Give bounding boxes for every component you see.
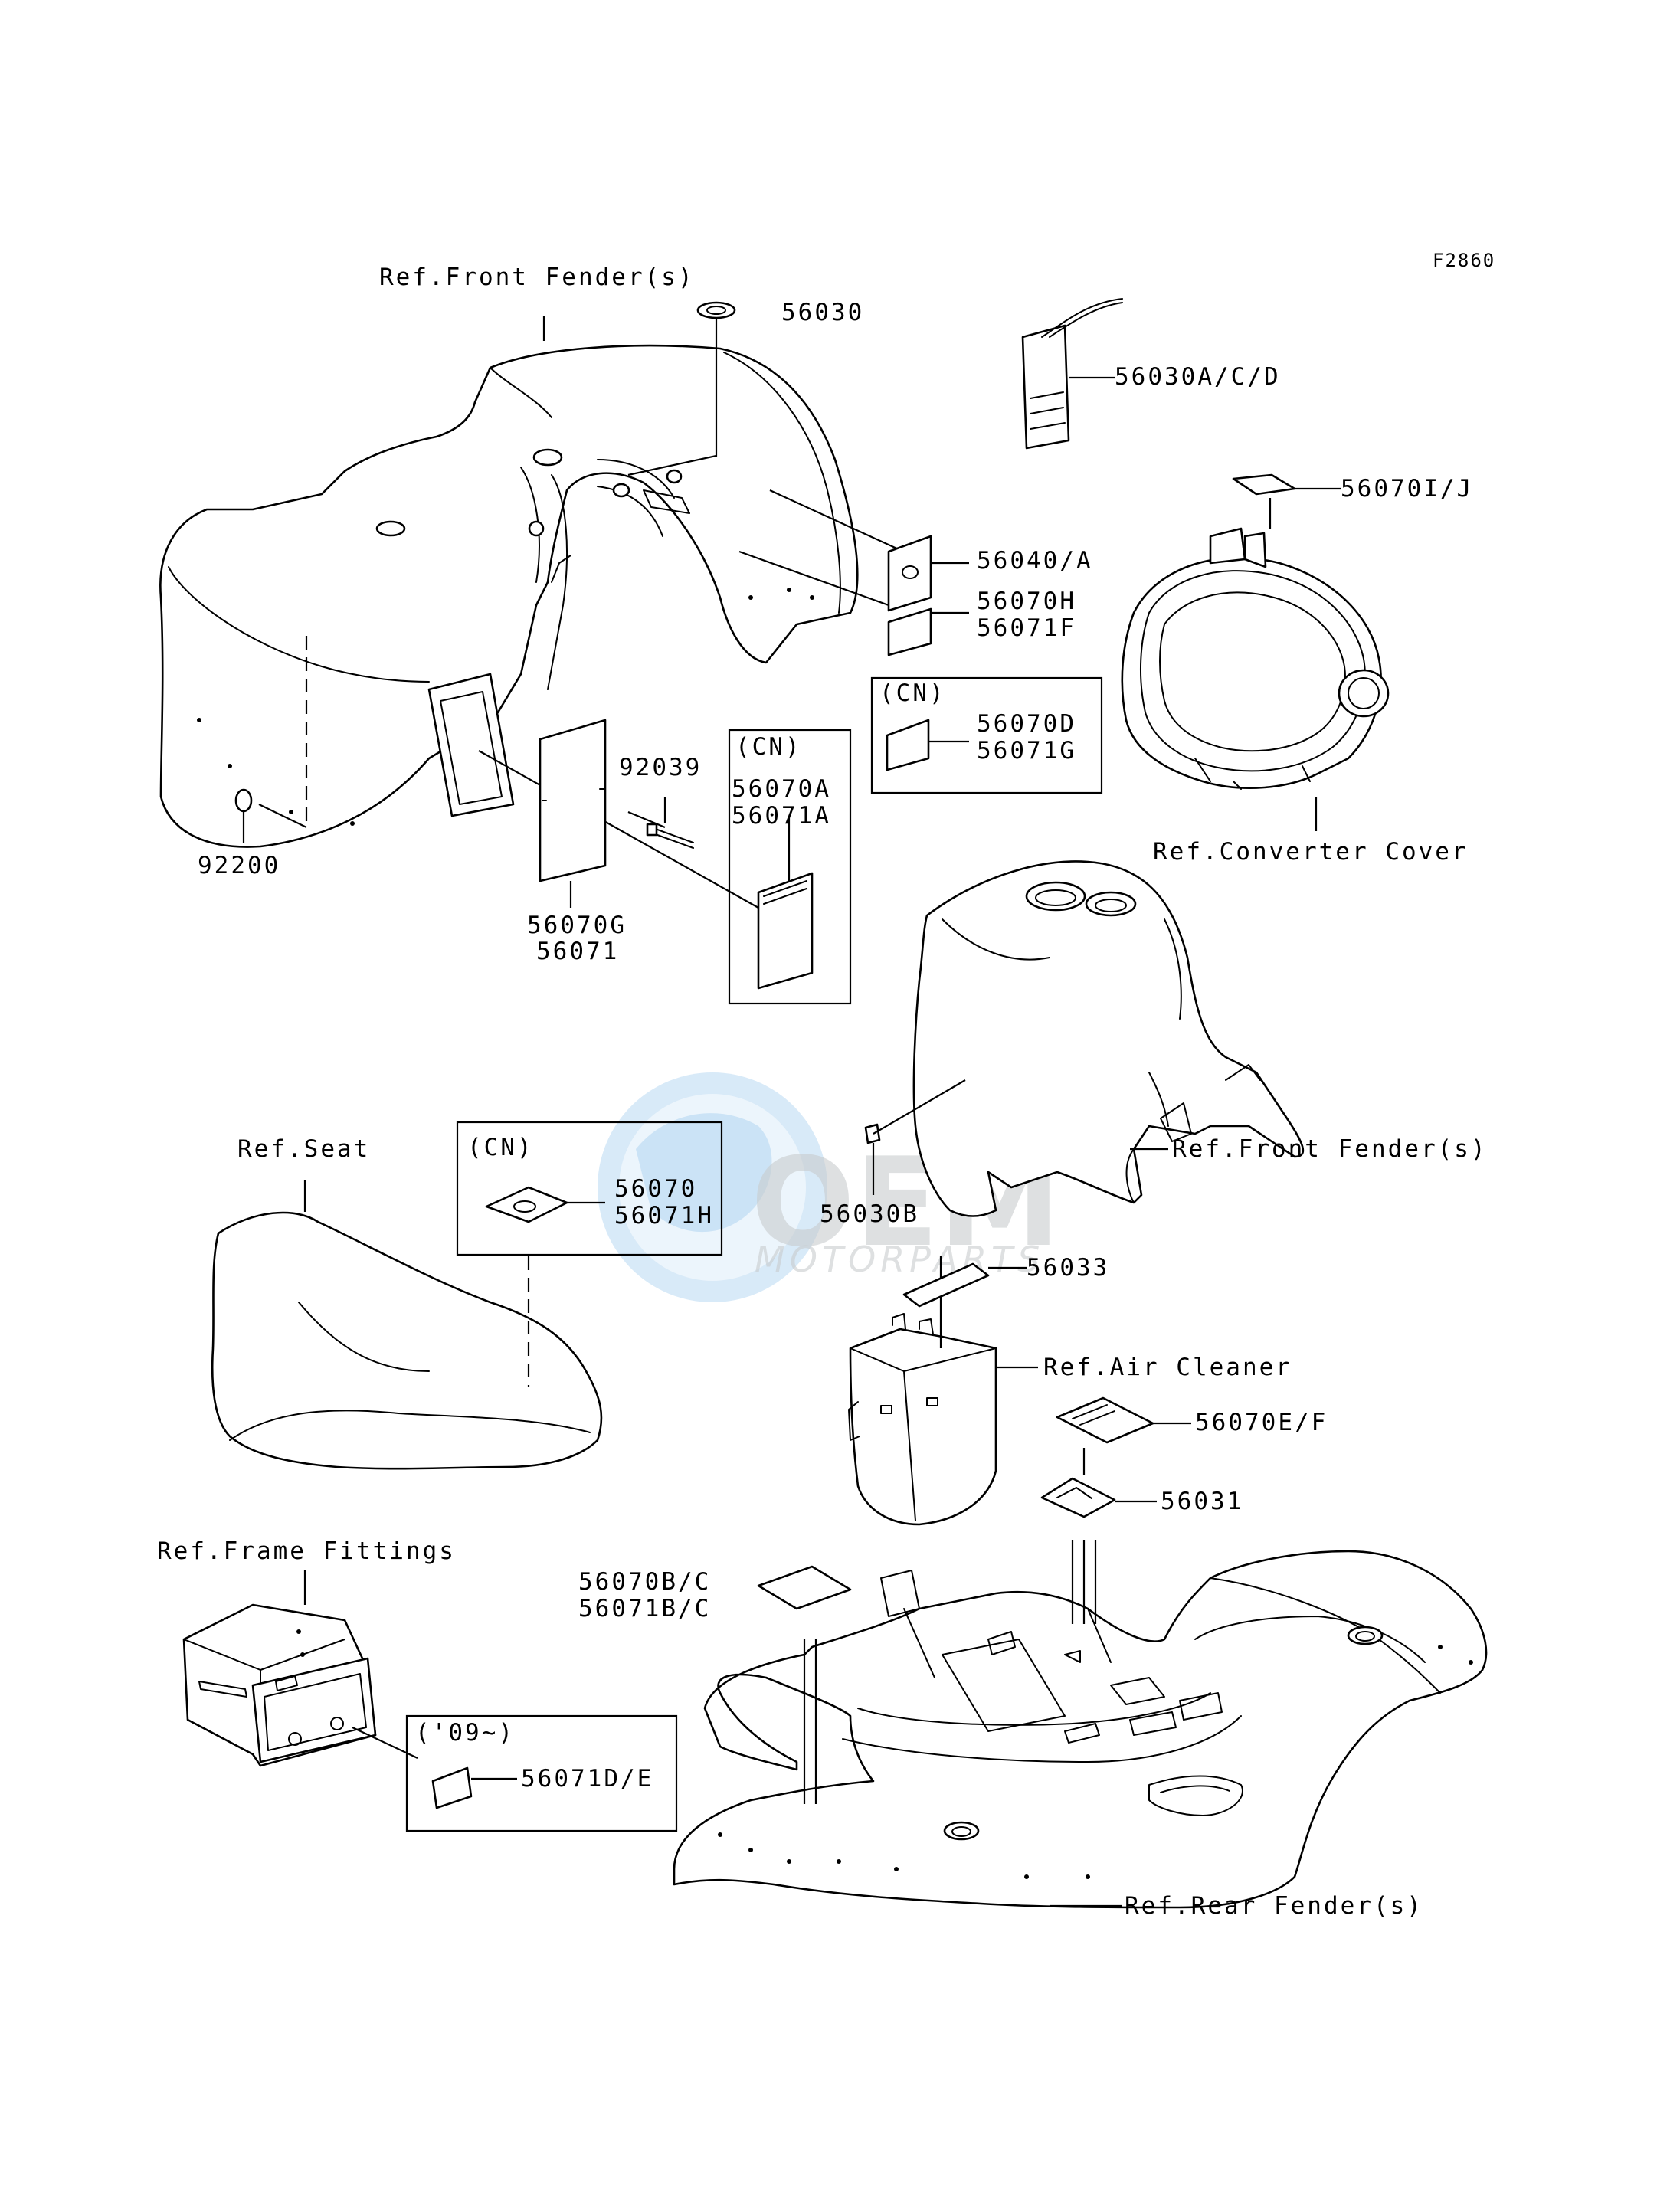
part-56070a-label: 56070A bbox=[732, 775, 831, 803]
part-56071-label: 56071 bbox=[536, 938, 619, 965]
part-92039-drawing bbox=[646, 797, 694, 849]
part-56030-label: 56030 bbox=[781, 299, 864, 326]
frame-fittings-drawing bbox=[182, 1570, 418, 1767]
part-92200-drawing bbox=[234, 788, 253, 843]
watermark: OEM MOTORPARTS bbox=[598, 1072, 1061, 1302]
part-56070h-label: 56070H bbox=[977, 588, 1076, 615]
part-56070ef-drawing bbox=[1056, 1396, 1191, 1444]
part-56070d-label: 56070D bbox=[977, 710, 1076, 738]
part-56040a-label: 56040/A bbox=[977, 547, 1093, 575]
air-cleaner-drawing bbox=[848, 1256, 1038, 1526]
part-56070g-label: 56070G bbox=[527, 912, 627, 939]
ref-front-fender-top-label: Ref.Front Fender(s) bbox=[379, 264, 695, 291]
ref-air-cleaner-label: Ref.Air Cleaner bbox=[1043, 1354, 1292, 1381]
ref-converter-cover-label: Ref.Converter Cover bbox=[1153, 838, 1469, 866]
front-fender-inner-drawing bbox=[864, 860, 1305, 1217]
seat-drawing bbox=[211, 1180, 603, 1470]
year09-box-56071de bbox=[405, 1714, 678, 1832]
part-56070h-drawing bbox=[887, 607, 932, 656]
watermark-sub: MOTORPARTS bbox=[755, 1239, 1044, 1280]
cn-label-1: (CN) bbox=[879, 679, 946, 707]
part-56070ij-drawing bbox=[1232, 473, 1341, 496]
cn-box-56070 bbox=[456, 1121, 723, 1256]
front-fender-drawing bbox=[159, 344, 859, 848]
rear-fender-drawing bbox=[673, 1540, 1488, 1909]
ref-frame-fittings-label: Ref.Frame Fittings bbox=[157, 1537, 456, 1565]
ref-front-fender-mid-label: Ref.Front Fender(s) bbox=[1172, 1135, 1488, 1163]
part-56070-label: 56070 bbox=[614, 1175, 697, 1203]
part-56070ij-label: 56070I/J bbox=[1341, 475, 1473, 503]
part-56031-drawing bbox=[1040, 1448, 1157, 1518]
part-56070bc-label: 56070B/C bbox=[578, 1568, 711, 1596]
part-56070bc-drawing bbox=[757, 1565, 852, 1610]
cn-label-3: (CN) bbox=[467, 1134, 534, 1161]
part-56040a-drawing bbox=[887, 535, 932, 612]
part-56033-label: 56033 bbox=[1027, 1254, 1109, 1282]
diagram-labels: Ref.Front Fender(s) 56030 56030A/C/D 560… bbox=[157, 264, 1488, 1920]
part-56071bc-label: 56071B/C bbox=[578, 1595, 711, 1622]
part-56071a-label: 56071A bbox=[732, 802, 831, 830]
year09-label: ('09~) bbox=[415, 1719, 515, 1747]
part-56033-drawing bbox=[902, 1262, 1027, 1308]
part-56030b-label: 56030B bbox=[820, 1200, 919, 1228]
part-56030acd-drawing bbox=[1021, 298, 1123, 450]
figure-code: F2860 bbox=[1433, 250, 1495, 271]
cn-box-56070d bbox=[870, 676, 1103, 794]
part-92039-label: 92039 bbox=[619, 754, 702, 781]
converter-cover-drawing bbox=[1121, 498, 1390, 831]
part-56030acd-label: 56030A/C/D bbox=[1115, 363, 1281, 391]
cn-label-2: (CN) bbox=[735, 733, 802, 761]
cn-box-56070a bbox=[728, 729, 852, 1005]
part-56070g-drawing bbox=[539, 719, 607, 908]
ref-rear-fender-label: Ref.Rear Fender(s) bbox=[1125, 1892, 1423, 1920]
ref-seat-label: Ref.Seat bbox=[237, 1135, 370, 1163]
part-56071h-label: 56071H bbox=[614, 1202, 714, 1229]
part-56071g-label: 56071G bbox=[977, 737, 1076, 765]
part-92200-label: 92200 bbox=[198, 852, 280, 879]
part-56071f-label: 56071F bbox=[977, 614, 1076, 642]
part-56030-drawing bbox=[696, 301, 736, 319]
part-56031-label: 56031 bbox=[1161, 1488, 1243, 1515]
part-56070ef-label: 56070E/F bbox=[1195, 1409, 1328, 1436]
part-56071de-label: 56071D/E bbox=[521, 1765, 653, 1793]
